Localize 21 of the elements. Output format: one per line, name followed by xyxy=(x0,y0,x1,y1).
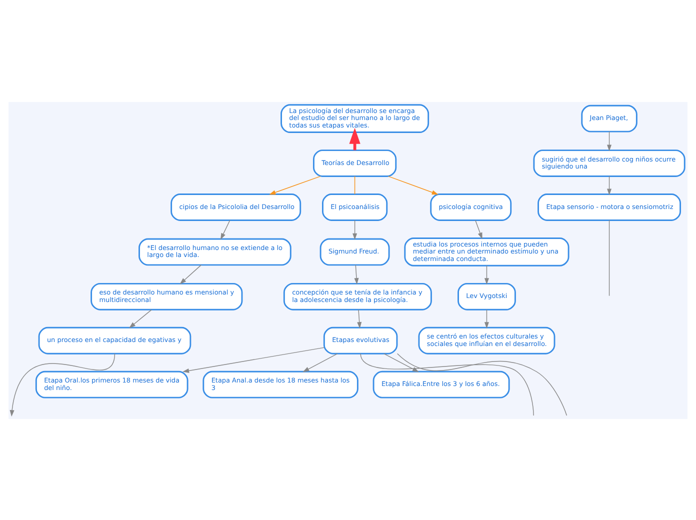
connector xyxy=(360,352,534,416)
arrow xyxy=(484,308,489,328)
arrow xyxy=(484,264,489,284)
connector xyxy=(608,219,610,296)
arrow xyxy=(352,219,358,240)
connector xyxy=(396,352,568,416)
arrow xyxy=(607,130,612,151)
connector xyxy=(354,175,356,194)
arrow xyxy=(302,352,338,372)
arrow xyxy=(10,352,116,416)
arrow xyxy=(475,219,482,239)
arrow xyxy=(220,219,230,240)
arrow xyxy=(354,264,359,284)
arrow xyxy=(269,175,321,194)
arrow xyxy=(182,346,324,372)
arrow xyxy=(129,308,152,328)
arrow xyxy=(607,175,612,195)
arrow xyxy=(384,352,419,372)
arrow xyxy=(388,175,438,194)
arrow xyxy=(180,264,202,284)
arrow xyxy=(357,308,362,328)
